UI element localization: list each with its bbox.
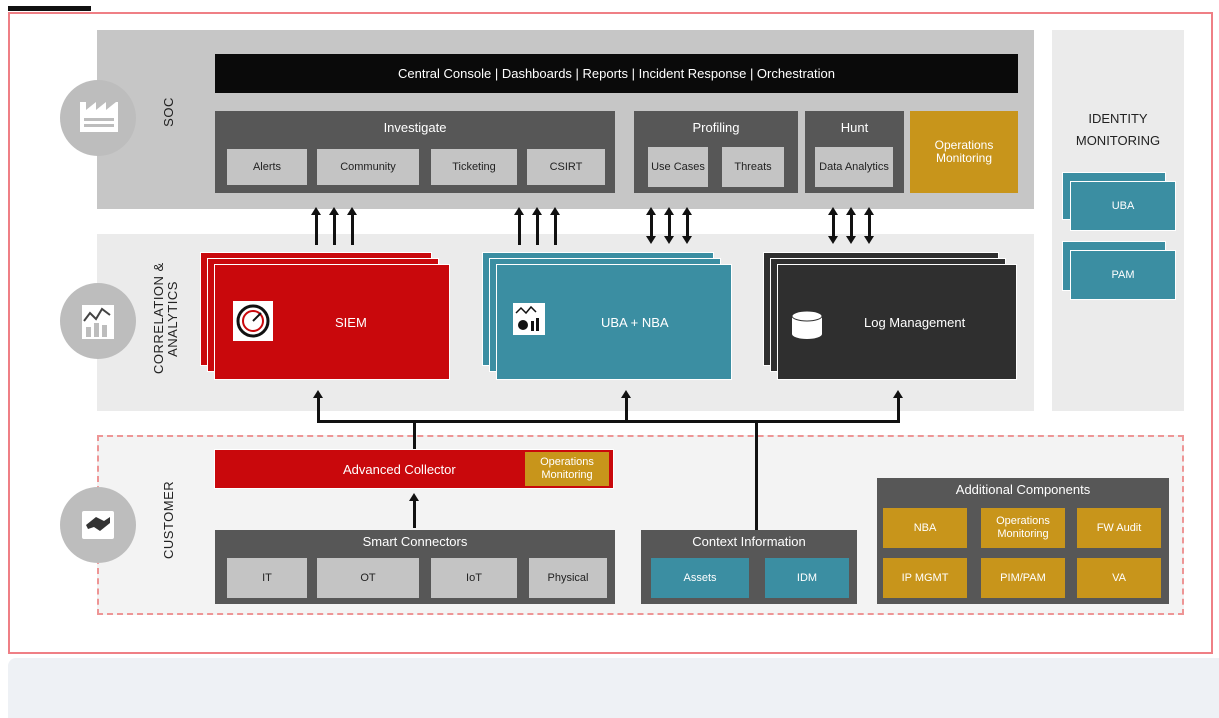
top-accent-bar [8,6,91,11]
log-management-box: Log Management [777,264,1017,380]
chip-it: IT [227,558,307,598]
smart-connectors-group: Smart Connectors IT OT IoT Physical [215,530,615,604]
siem-box: SIEM [214,264,450,380]
soc-label: SOC [161,97,176,127]
chip-nba: NBA [883,508,967,548]
additional-components-title: Additional Components [955,482,1091,497]
chart-icon [82,305,114,339]
chip-threats: Threats [722,147,784,187]
chip-physical: Physical [529,558,607,598]
advanced-collector-label: Advanced Collector [343,462,456,477]
chip-ip-mgmt: IP MGMT [883,558,967,598]
hunt-group: Hunt Data Analytics [805,111,904,193]
chip-alerts: Alerts [227,149,307,185]
soc-operations-monitoring: Operations Monitoring [910,111,1018,193]
analytics-icon [513,303,545,335]
analytics-circle [60,283,136,359]
chip-idm: IDM [765,558,849,598]
identity-title: IDENTITY MONITORING [1075,111,1161,148]
chip-fw-audit: FW Audit [1077,508,1161,548]
chip-csirt: CSIRT [527,149,605,185]
chip-data-analytics: Data Analytics [815,147,893,187]
factory-icon [80,102,118,132]
customer-circle [60,487,136,563]
chip-assets: Assets [651,558,749,598]
chip-use-cases: Use Cases [648,147,708,187]
additional-components-group: Additional Components NBA Operations Mon… [877,478,1169,604]
chip-ticketing: Ticketing [431,149,517,185]
siem-label: SIEM [335,315,367,330]
uba-nba-box: UBA + NBA [496,264,732,380]
investigate-group: Investigate Alerts Community Ticketing C… [215,111,615,193]
footer-panel [8,658,1219,718]
profiling-group: Profiling Use Cases Threats [634,111,798,193]
profiling-title: Profiling [692,120,740,135]
chip-iot: IoT [431,558,517,598]
log-management-label: Log Management [864,315,966,330]
analytics-label: CORRELATION & ANALYTICS [151,262,180,374]
collector-operations-monitoring: Operations Monitoring [525,452,609,486]
advanced-collector: Advanced Collector Operations Monitoring [214,449,614,489]
investigate-title: Investigate [383,120,447,135]
identity-pam: PAM [1070,250,1176,300]
central-console-bar: Central Console | Dashboards | Reports |… [215,54,1018,93]
chip-ot: OT [317,558,419,598]
smart-connectors-title: Smart Connectors [362,534,468,549]
chip-va: VA [1077,558,1161,598]
hunt-title: Hunt [840,120,869,135]
identity-uba: UBA [1070,181,1176,231]
context-information-title: Context Information [692,534,806,549]
chip-community: Community [317,149,419,185]
uba-nba-label: UBA + NBA [601,315,669,330]
gauge-icon [233,301,273,341]
handshake-icon [82,511,114,539]
soc-circle [60,80,136,156]
context-information-group: Context Information Assets IDM [641,530,857,604]
customer-label: CUSTOMER [161,480,176,559]
chip-operations-monitoring: Operations Monitoring [981,508,1065,548]
database-icon [790,309,824,344]
chip-pim-pam: PIM/PAM [981,558,1065,598]
